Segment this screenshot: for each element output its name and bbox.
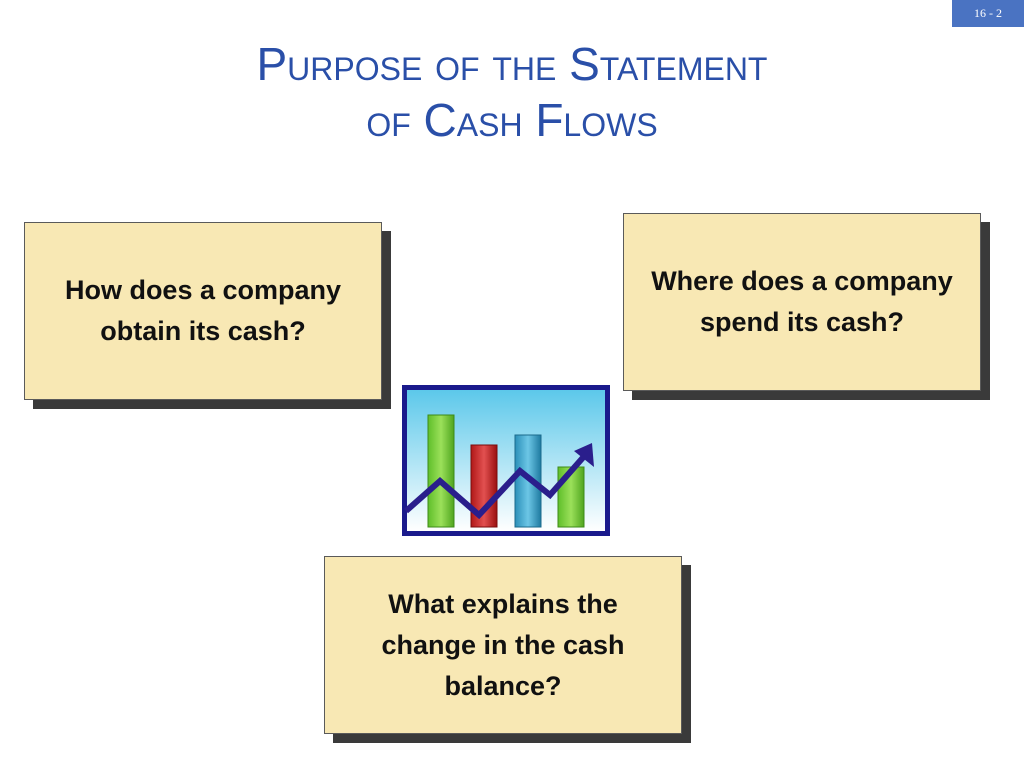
slide-number-badge: 16 - 2 — [952, 0, 1024, 27]
chart-icon-arrowhead — [574, 443, 594, 467]
chart-icon-trend-line — [404, 451, 590, 520]
slide-title: Purpose of the Statement of Cash Flows — [0, 36, 1024, 148]
chart-icon-bar-4 — [557, 466, 585, 528]
slide-title-line-2: of Cash Flows — [366, 94, 658, 146]
slide-title-line-1: Purpose of the Statement — [256, 38, 768, 90]
question-text-spend-cash: Where does a company spend its cash? — [651, 266, 953, 337]
question-text-cash-balance-change: What explains the change in the cash bal… — [381, 588, 625, 701]
question-card-obtain-cash: How does a company obtain its cash? — [24, 222, 382, 400]
question-text-obtain-cash: How does a company obtain its cash? — [64, 275, 342, 346]
question-card-spend-cash: Where does a company spend its cash? — [623, 213, 981, 391]
question-card-cash-balance-change: What explains the change in the cash bal… — [324, 556, 682, 734]
chart-icon-bar-1 — [427, 414, 455, 528]
bar-chart-with-rising-arrow-icon — [402, 385, 610, 536]
